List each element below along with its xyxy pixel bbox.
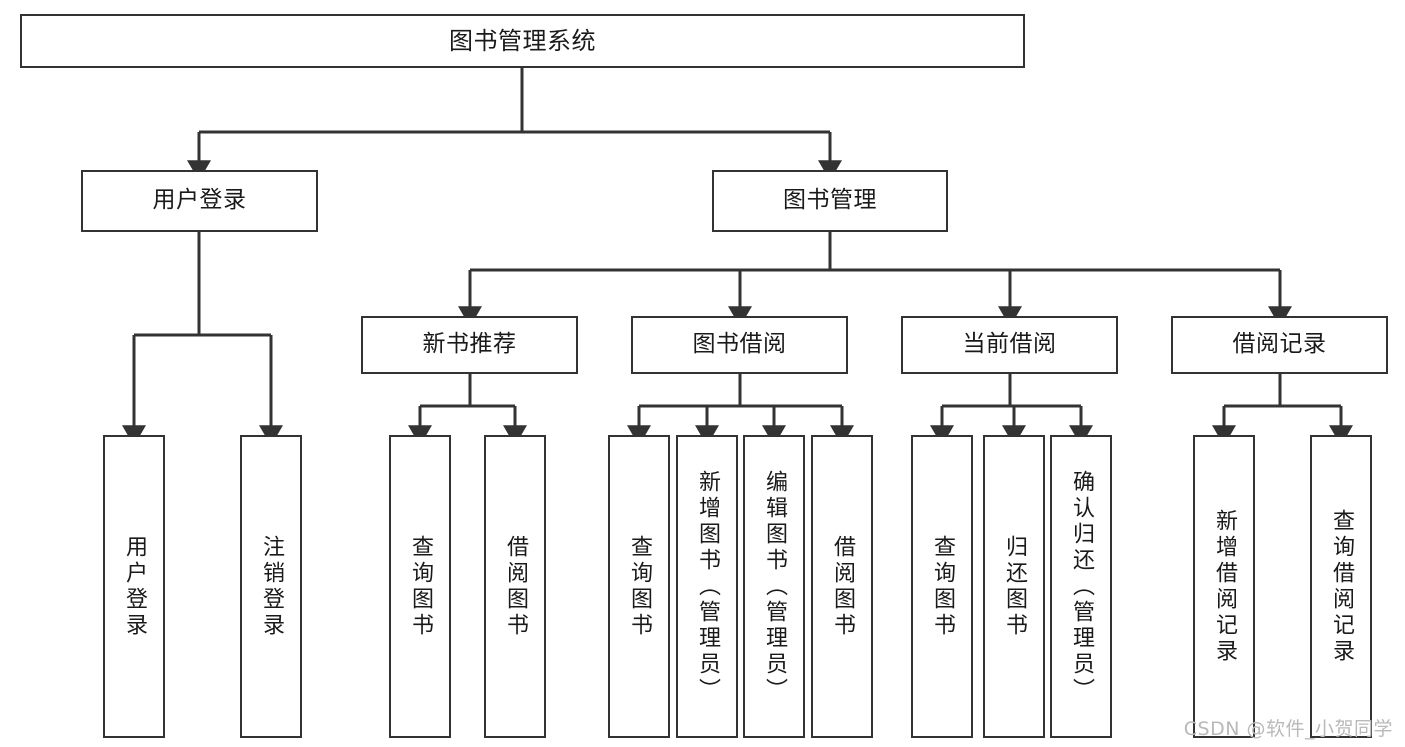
node-borrow-record[interactable]: 借阅记录	[1171, 316, 1388, 374]
node-leaf-query-book-2[interactable]: 查询图书	[608, 435, 670, 738]
node-leaf-user-login-label: 用户登录	[122, 534, 147, 639]
node-current-borrow-label: 当前借阅	[962, 331, 1057, 358]
node-leaf-borrow-book-1[interactable]: 借阅图书	[484, 435, 546, 738]
node-leaf-query-record[interactable]: 查询借阅记录	[1310, 435, 1372, 738]
node-leaf-add-book-label: 新增图书（管理员）	[695, 469, 720, 704]
node-leaf-borrow-book-2[interactable]: 借阅图书	[811, 435, 873, 738]
node-leaf-edit-book-label: 编辑图书（管理员）	[762, 469, 787, 704]
node-book-manage-label: 图书管理	[783, 187, 877, 214]
node-leaf-add-book[interactable]: 新增图书（管理员）	[676, 435, 738, 738]
node-new-book-rec-label: 新书推荐	[422, 331, 517, 358]
node-leaf-confirm-return[interactable]: 确认归还（管理员）	[1050, 435, 1112, 738]
node-user-login-label: 用户登录	[152, 187, 247, 214]
node-book-borrow[interactable]: 图书借阅	[631, 316, 848, 374]
node-leaf-query-book-2-label: 查询图书	[627, 534, 652, 639]
node-leaf-query-record-label: 查询借阅记录	[1329, 508, 1354, 665]
node-leaf-edit-book[interactable]: 编辑图书（管理员）	[743, 435, 805, 738]
node-borrow-record-label: 借阅记录	[1232, 331, 1327, 358]
node-leaf-borrow-book-2-label: 借阅图书	[830, 534, 855, 639]
node-leaf-query-book-3-label: 查询图书	[930, 534, 955, 639]
node-leaf-borrow-book-1-label: 借阅图书	[503, 534, 528, 639]
node-root-label: 图书管理系统	[449, 26, 596, 55]
node-root[interactable]: 图书管理系统	[20, 14, 1025, 68]
watermark: CSDN @软件_小贺同学	[1183, 718, 1393, 740]
node-leaf-query-book-3[interactable]: 查询图书	[911, 435, 973, 738]
node-leaf-logout[interactable]: 注销登录	[240, 435, 302, 738]
node-leaf-query-book-1-label: 查询图书	[408, 534, 433, 639]
node-leaf-return-book-label: 归还图书	[1002, 534, 1027, 639]
node-leaf-user-login[interactable]: 用户登录	[103, 435, 165, 738]
node-leaf-confirm-return-label: 确认归还（管理员）	[1069, 469, 1094, 704]
node-book-borrow-label: 图书借阅	[692, 331, 787, 358]
node-new-book-rec[interactable]: 新书推荐	[361, 316, 578, 374]
node-leaf-return-book[interactable]: 归还图书	[983, 435, 1045, 738]
node-leaf-logout-label: 注销登录	[259, 534, 284, 639]
node-current-borrow[interactable]: 当前借阅	[901, 316, 1118, 374]
node-leaf-query-book-1[interactable]: 查询图书	[389, 435, 451, 738]
node-user-login[interactable]: 用户登录	[81, 170, 318, 232]
node-book-manage[interactable]: 图书管理	[712, 170, 948, 232]
node-leaf-add-record[interactable]: 新增借阅记录	[1193, 435, 1255, 738]
node-leaf-add-record-label: 新增借阅记录	[1212, 508, 1237, 665]
